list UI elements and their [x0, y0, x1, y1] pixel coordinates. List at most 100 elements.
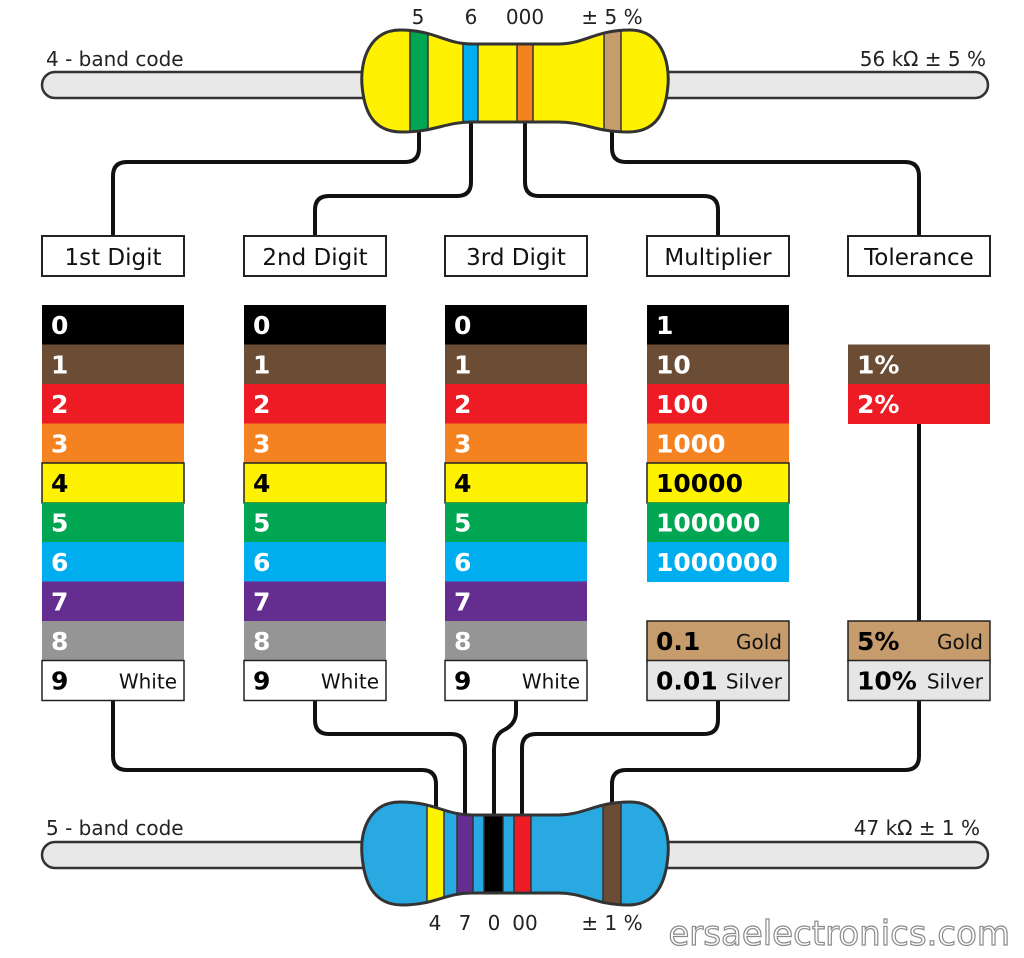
connector-wire-9: [520, 700, 720, 814]
first-digit-cell-7-value: 7: [51, 588, 68, 617]
second-digit-cell-0: [244, 305, 386, 345]
four-band-bands: [409, 30, 622, 132]
second-digit-cell-1-value: 1: [253, 351, 270, 380]
five-band-body-outline: [360, 800, 670, 907]
connector-wire-2: [313, 122, 473, 236]
connector-wire-8: [492, 700, 518, 814]
second-digit-cell-6: [244, 542, 386, 582]
third-digit-cell-6-value: 6: [454, 548, 471, 577]
connector-wire-6: [111, 700, 438, 808]
first-digit-cell-2: [42, 384, 184, 424]
five-band-label: 5 - band code: [46, 816, 184, 840]
connector-wire-3: [523, 122, 720, 236]
multiplier-cell-4-value: 10000: [656, 469, 743, 498]
multiplier-cell-8: [646, 620, 790, 662]
third-digit-cell-0-value: 0: [454, 311, 471, 340]
four-band-band-4: [603, 30, 622, 132]
first-digit-cell-3-value: 3: [51, 430, 68, 459]
second-digit-header: 2nd Digit: [262, 245, 367, 271]
tolerance-header-box: [847, 235, 991, 277]
tolerance-cell-9: [847, 659, 991, 702]
third-digit-cell-0: [445, 305, 587, 345]
first-digit-cell-2-value: 2: [51, 390, 68, 419]
second-digit-cell-8: [244, 621, 386, 661]
third-digit-cell-6: [445, 542, 587, 582]
second-digit-cell-3: [244, 423, 386, 464]
first-digit-cell-1: [42, 344, 184, 385]
five-band-bands: [426, 802, 622, 905]
first-digit-cell-9: [41, 659, 185, 702]
second-digit-cell-8-value: 8: [253, 627, 270, 656]
multiplier-cell-9-value: 0.01: [656, 667, 718, 696]
first-digit-header-box: [41, 235, 185, 277]
multiplier-header: Multiplier: [664, 245, 772, 271]
first-digit-cell-0-value: 0: [51, 311, 68, 340]
multiplier-cell-0: [647, 305, 789, 345]
third-digit-cell-1-value: 1: [454, 351, 471, 380]
five-band-band-1: [426, 802, 445, 905]
four-band-label: 4 - band code: [46, 47, 184, 71]
connector-wire-4: [610, 132, 921, 236]
connector-wire-10: [610, 700, 921, 808]
five-band-value: 47 kΩ ± 1 %: [854, 816, 980, 840]
third-digit-cell-9-value: 9: [454, 667, 471, 696]
multiplier-cell-1-value: 10: [656, 351, 691, 380]
connector-wires: [111, 122, 921, 814]
second-digit-cell-2: [244, 384, 386, 424]
second-digit-cell-9-value: 9: [253, 667, 270, 696]
four-band-value: 56 kΩ ± 5 %: [860, 47, 986, 71]
third-digit-cell-5: [445, 502, 587, 543]
first-digit-cell-5-value: 5: [51, 509, 68, 538]
four-band-band-label-1: 5: [412, 5, 425, 29]
four-band-band-2: [462, 30, 479, 132]
multiplier-cell-2-value: 100: [656, 390, 708, 419]
first-digit-cell-4: [41, 462, 185, 504]
column-multiplier: Multiplier11010010001000010000010000000.…: [646, 235, 790, 702]
four-band-band-label-3: 000: [506, 5, 544, 29]
first-digit-cell-1-value: 1: [51, 351, 68, 380]
five-band-band-label-4: 00: [512, 911, 537, 935]
tolerance-header: Tolerance: [863, 245, 974, 271]
tolerance-cell-8-name: Gold: [937, 630, 983, 654]
second-digit-cell-2-value: 2: [253, 390, 270, 419]
five-band-band-label-1: 4: [429, 911, 442, 935]
tolerance-cell-8-value: 5%: [857, 627, 899, 656]
third-digit-cell-7-value: 7: [454, 588, 471, 617]
first-digit-cell-9-name: White: [119, 670, 177, 694]
four-band-band-label-2: 6: [465, 5, 478, 29]
multiplier-cell-3: [647, 423, 789, 464]
second-digit-cell-9-name: White: [321, 670, 379, 694]
four-band-body-clip: [361, 30, 669, 132]
four-band-band-1: [409, 30, 429, 132]
five-band-body-clip: [361, 802, 669, 905]
second-digit-cell-1: [244, 344, 386, 385]
multiplier-header-box: [646, 235, 790, 277]
first-digit-cell-5: [42, 502, 184, 543]
connector-wire-1: [111, 132, 421, 236]
tolerance-cell-9-value: 10%: [857, 667, 917, 696]
second-digit-cell-0-value: 0: [253, 311, 270, 340]
five-band-band-label-3: 0: [488, 911, 501, 935]
third-digit-cell-9: [444, 659, 588, 702]
third-digit-cell-8-value: 8: [454, 627, 471, 656]
second-digit-header-box: [243, 235, 387, 277]
third-digit-cell-3: [445, 423, 587, 464]
multiplier-cell-5: [647, 502, 789, 543]
five-band-band-4: [513, 802, 532, 905]
second-digit-cell-9: [243, 659, 387, 702]
first-digit-cell-9-value: 9: [51, 667, 68, 696]
third-digit-header: 3rd Digit: [466, 245, 566, 271]
third-digit-cell-5-value: 5: [454, 509, 471, 538]
tolerance-cell-2: [848, 384, 990, 424]
first-digit-cell-7: [42, 581, 184, 622]
multiplier-cell-5-value: 100000: [656, 509, 760, 538]
second-digit-cell-3-value: 3: [253, 430, 270, 459]
multiplier-cell-4: [646, 462, 790, 504]
four-band-body-outline: [360, 28, 670, 134]
first-digit-cell-0: [42, 305, 184, 345]
